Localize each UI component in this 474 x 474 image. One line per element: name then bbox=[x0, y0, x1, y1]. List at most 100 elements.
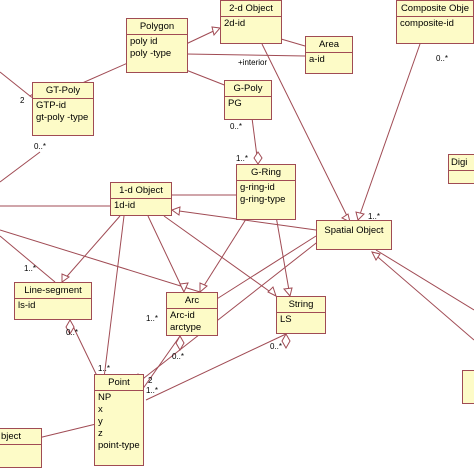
class-name: Arc bbox=[167, 293, 217, 309]
class-attributes: GTP-id gt-poly -type bbox=[33, 99, 93, 125]
connector-spatial-point bbox=[143, 239, 321, 379]
attribute: LS bbox=[280, 314, 292, 325]
class-area[interactable]: Area a-id bbox=[305, 36, 353, 74]
gen-arrow-string bbox=[267, 286, 277, 297]
class-digi[interactable]: Digi bbox=[448, 154, 474, 184]
diamond-string bbox=[281, 332, 291, 350]
class-spatial-object[interactable]: Spatial Object bbox=[316, 220, 392, 250]
connector-left-linesegment bbox=[0, 235, 56, 283]
class-name: String bbox=[277, 297, 325, 313]
label-multiplicity: 2 bbox=[20, 96, 25, 105]
class-composite-object[interactable]: Composite Obje composite-id bbox=[396, 0, 474, 44]
gen-arrow-arc bbox=[179, 282, 189, 294]
connector-1d-arc bbox=[147, 215, 185, 293]
attribute: point-type bbox=[98, 440, 140, 451]
attribute: arctype bbox=[170, 322, 202, 333]
class-name: Area bbox=[306, 37, 352, 53]
class-arc[interactable]: Arc Arc-id arctype bbox=[166, 292, 218, 336]
gen-arrow-linesegment bbox=[61, 273, 71, 283]
attribute: ls-id bbox=[18, 300, 36, 311]
class-name: 1-d Object bbox=[111, 183, 171, 199]
label-multiplicity: 0..* bbox=[34, 142, 47, 151]
class-attributes: 1d-id bbox=[111, 199, 171, 213]
connector-gtpoly-down bbox=[0, 151, 41, 183]
label-multiplicity: 1..* bbox=[146, 386, 159, 395]
label-multiplicity: 0..* bbox=[230, 122, 243, 131]
label-multiplicity: 1..* bbox=[146, 314, 159, 323]
gen-arrow-spatial-right bbox=[371, 251, 381, 261]
attribute: GTP-id bbox=[36, 100, 67, 111]
class-gt-poly[interactable]: GT-Poly GTP-id gt-poly -type bbox=[32, 82, 94, 136]
attribute: poly -type bbox=[130, 48, 172, 59]
label-multiplicity: 2 bbox=[148, 376, 153, 385]
connector-2d-spatial bbox=[261, 43, 351, 223]
label-multiplicity: 1..* bbox=[368, 212, 381, 221]
connector-composite-spatial bbox=[357, 43, 421, 221]
gen-arrow-spatial-b bbox=[355, 211, 365, 221]
connector-gring-string bbox=[275, 215, 291, 297]
class-attributes: PG bbox=[225, 97, 271, 111]
class-attributes: LS bbox=[277, 313, 325, 327]
attribute: a-id bbox=[309, 54, 325, 65]
connector-spatial-right1 bbox=[371, 251, 474, 341]
gen-arrow-1d bbox=[170, 206, 181, 216]
connector-spatial-arc bbox=[211, 235, 317, 303]
class-attributes: g-ring-id g-ring-type bbox=[237, 181, 295, 207]
class-partial-right[interactable] bbox=[462, 370, 474, 404]
connector-1d-string bbox=[163, 215, 277, 297]
class-point[interactable]: Point NP x y z point-type bbox=[94, 374, 144, 466]
class-polygon[interactable]: Polygon poly id poly -type bbox=[126, 18, 188, 73]
class-name: G-Poly bbox=[225, 81, 271, 97]
class-g-poly[interactable]: G-Poly PG bbox=[224, 80, 272, 120]
attribute: composite-id bbox=[400, 18, 454, 29]
attribute: g-ring-id bbox=[240, 182, 275, 193]
class-2d-object[interactable]: 2-d Object 2d-id bbox=[220, 0, 282, 44]
class-name: Point bbox=[95, 375, 143, 391]
class-name: Polygon bbox=[127, 19, 187, 35]
class-name: bject bbox=[0, 429, 41, 445]
connector-linesegment-point bbox=[69, 319, 99, 379]
connector-1d-point bbox=[103, 215, 125, 379]
class-name: Spatial Object bbox=[324, 225, 384, 236]
label-multiplicity: 1..* bbox=[98, 364, 111, 373]
attribute: g-ring-type bbox=[240, 194, 286, 205]
label-multiplicity: 0..* bbox=[66, 328, 79, 337]
connector-gring-arc bbox=[199, 215, 249, 293]
label-multiplicity: 0..* bbox=[172, 352, 185, 361]
class-attributes: ls-id bbox=[15, 299, 91, 313]
attribute: poly id bbox=[130, 36, 158, 47]
class-attributes: Arc-id arctype bbox=[167, 309, 217, 335]
attribute: Arc-id bbox=[170, 310, 195, 321]
class-object-partial[interactable]: bject bbox=[0, 428, 42, 468]
connector-arc-point bbox=[141, 335, 181, 391]
label-multiplicity: 1..* bbox=[24, 264, 37, 273]
gen-arrow-2d bbox=[211, 26, 221, 37]
class-name: Composite Obje bbox=[397, 1, 473, 17]
label-multiplicity: 1..* bbox=[236, 154, 249, 163]
class-string[interactable]: String LS bbox=[276, 296, 326, 334]
connector-string-point bbox=[145, 333, 287, 401]
connector-1d-linesegment bbox=[61, 215, 121, 283]
class-name: 2-d Object bbox=[221, 1, 281, 17]
attribute: gt-poly -type bbox=[36, 112, 89, 123]
class-attributes: poly id poly -type bbox=[127, 35, 187, 61]
connector-spatial-right2 bbox=[375, 249, 474, 311]
attribute: 2d-id bbox=[224, 18, 246, 29]
diamond-linesegment bbox=[65, 318, 75, 336]
class-attributes: composite-id bbox=[397, 17, 473, 31]
connector-polygon-area bbox=[185, 53, 306, 57]
class-name: Line-segment bbox=[15, 283, 91, 299]
attribute: x bbox=[98, 404, 103, 415]
class-attributes: NP x y z point-type bbox=[95, 391, 143, 453]
class-1d-object[interactable]: 1-d Object 1d-id bbox=[110, 182, 172, 216]
class-name: GT-Poly bbox=[33, 83, 93, 99]
connector-gtpoly-polygon bbox=[79, 61, 131, 85]
label-interior: +interior bbox=[238, 58, 268, 67]
class-line-segment[interactable]: Line-segment ls-id bbox=[14, 282, 92, 320]
class-attributes: 2d-id bbox=[221, 17, 281, 31]
connector-left-gtpoly bbox=[0, 71, 31, 97]
diamond-arc bbox=[175, 334, 185, 352]
class-g-ring[interactable]: G-Ring g-ring-id g-ring-type bbox=[236, 164, 296, 220]
attribute: z bbox=[98, 428, 103, 439]
gen-arrow-arc-b bbox=[199, 282, 208, 294]
